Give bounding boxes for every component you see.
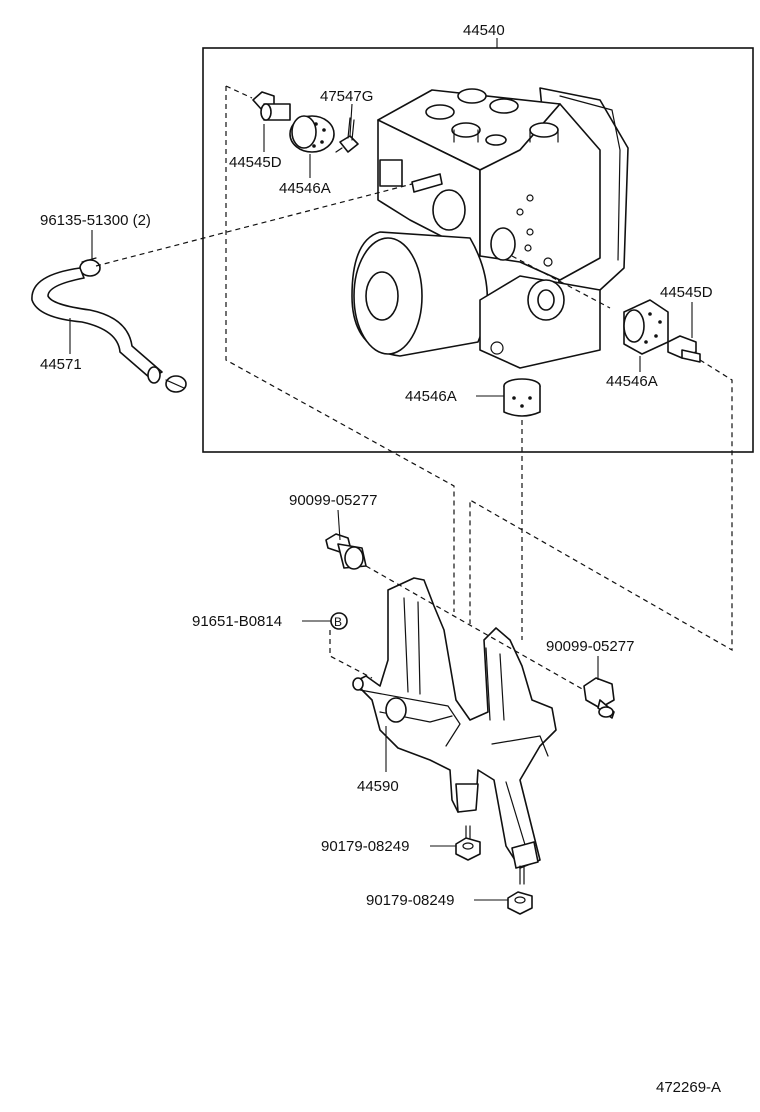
label-nut-lower: 90179-08249 (366, 892, 454, 909)
label-clamp: 96135-51300 (2) (40, 212, 151, 229)
bracket (352, 577, 557, 869)
label-bolt-upper: 90099-05277 (289, 492, 377, 509)
label-spacer-bottom: 44546A (405, 388, 457, 405)
bolt-right (583, 677, 615, 719)
label-bolt-right: 90099-05277 (546, 638, 634, 655)
abs-actuator (351, 87, 629, 369)
label-assembly: 44540 (463, 22, 505, 39)
nut-upper (455, 825, 481, 861)
union-bolt-right (667, 335, 701, 363)
clamp-upper (79, 257, 101, 277)
label-sensor-top: 47547G (320, 88, 373, 105)
label-union-bolt-left: 44545D (229, 154, 282, 171)
label-hose: 44571 (40, 356, 82, 373)
clamp-lower (165, 375, 187, 393)
spacer-right (623, 299, 669, 355)
spacer-left (289, 115, 335, 153)
spacer-bottom (503, 378, 541, 417)
label-union-bolt-right: 44545D (660, 284, 713, 301)
union-bolt-left (252, 91, 291, 121)
assembly-lines (95, 85, 733, 691)
label-spacer-right: 44546A (606, 373, 658, 390)
label-spacer-left: 44546A (279, 180, 331, 197)
label-drawing-number: 472269-A (656, 1079, 721, 1096)
bolt-upper (325, 533, 367, 570)
sensor-bolt (335, 117, 359, 153)
label-nut-upper: 90179-08249 (321, 838, 409, 855)
label-bracket: 44590 (357, 778, 399, 795)
assembly-frame (202, 47, 754, 453)
label-ref-mark: B (334, 615, 342, 629)
nut-lower (507, 865, 533, 915)
leader-lines (69, 103, 693, 901)
label-ref-bolt: 91651-B0814 (192, 613, 282, 630)
